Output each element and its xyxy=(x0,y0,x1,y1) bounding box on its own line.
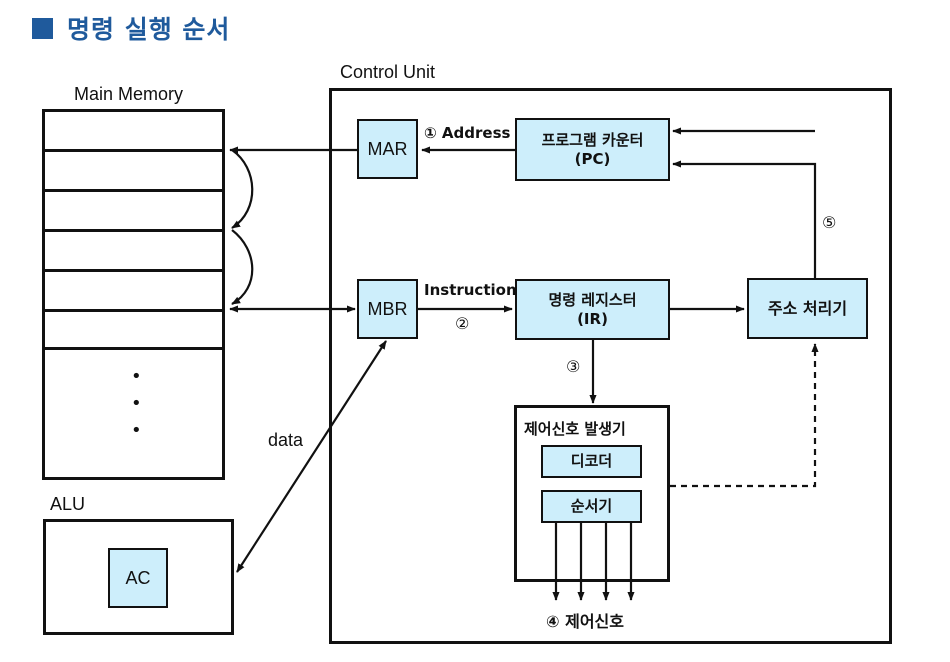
step1-address-label: ① Address xyxy=(424,124,511,142)
title-text: 명령 실행 순서 xyxy=(67,15,231,44)
mar-label: MAR xyxy=(367,138,408,159)
ir-line-1: 명령 레지스터 xyxy=(548,290,637,309)
memory-dot: • xyxy=(131,393,142,414)
memory-cell xyxy=(45,272,222,312)
address-processor-to-pc-arrow xyxy=(672,160,817,278)
memory-dot: • xyxy=(131,420,142,441)
decoder-label: 디코더 xyxy=(570,452,613,471)
mbr-box: MBR xyxy=(357,279,418,339)
sequencer-box: 순서기 xyxy=(541,490,642,523)
step2-number: ② xyxy=(455,314,470,333)
pc-line-2: (PC) xyxy=(574,149,611,168)
memory-cell xyxy=(45,312,222,350)
ac-label: AC xyxy=(125,567,151,588)
step4-control-signal-label: ④ 제어신호 xyxy=(546,612,624,631)
ir-line-2: (IR) xyxy=(577,309,608,328)
memory-cell xyxy=(45,232,222,272)
control-unit-label: Control Unit xyxy=(340,62,436,82)
decoder-box: 디코더 xyxy=(541,445,642,478)
step3-number: ③ xyxy=(566,357,581,376)
step5-number: ⑤ xyxy=(822,213,837,232)
address-processor-label: 주소 처리기 xyxy=(767,298,848,318)
memory-curve-arrow-1 xyxy=(231,149,254,229)
program-counter-box: 프로그램 카운터 (PC) xyxy=(515,118,670,181)
main-memory-label: Main Memory xyxy=(74,84,184,104)
memory-cell xyxy=(45,152,222,192)
control-to-address-processor-dashed-arrow xyxy=(670,343,819,488)
mbr-ac-data-arrow xyxy=(236,340,387,573)
control-signal-generator xyxy=(514,405,670,582)
mbr-label: MBR xyxy=(367,298,408,319)
pc-line-1: 프로그램 카운터 xyxy=(541,130,644,149)
control-signal-generator-label: 제어신호 발생기 xyxy=(524,420,626,438)
instruction-register-box: 명령 레지스터 (IR) xyxy=(515,279,670,340)
memory-dot: • xyxy=(131,366,142,387)
ac-box: AC xyxy=(108,548,168,608)
title-square-icon xyxy=(32,17,53,39)
address-processor-box: 주소 처리기 xyxy=(747,278,868,339)
memory-cell xyxy=(45,112,222,152)
page-title: 명령 실행 순서 xyxy=(32,8,230,48)
memory-curve-arrow-2 xyxy=(231,229,254,305)
mar-box: MAR xyxy=(357,119,418,179)
main-memory: • • • xyxy=(42,109,225,480)
step2-instruction-label: Instruction xyxy=(424,281,517,299)
memory-cell xyxy=(45,192,222,232)
sequencer-label: 순서기 xyxy=(570,497,613,516)
alu-label: ALU xyxy=(50,494,86,514)
